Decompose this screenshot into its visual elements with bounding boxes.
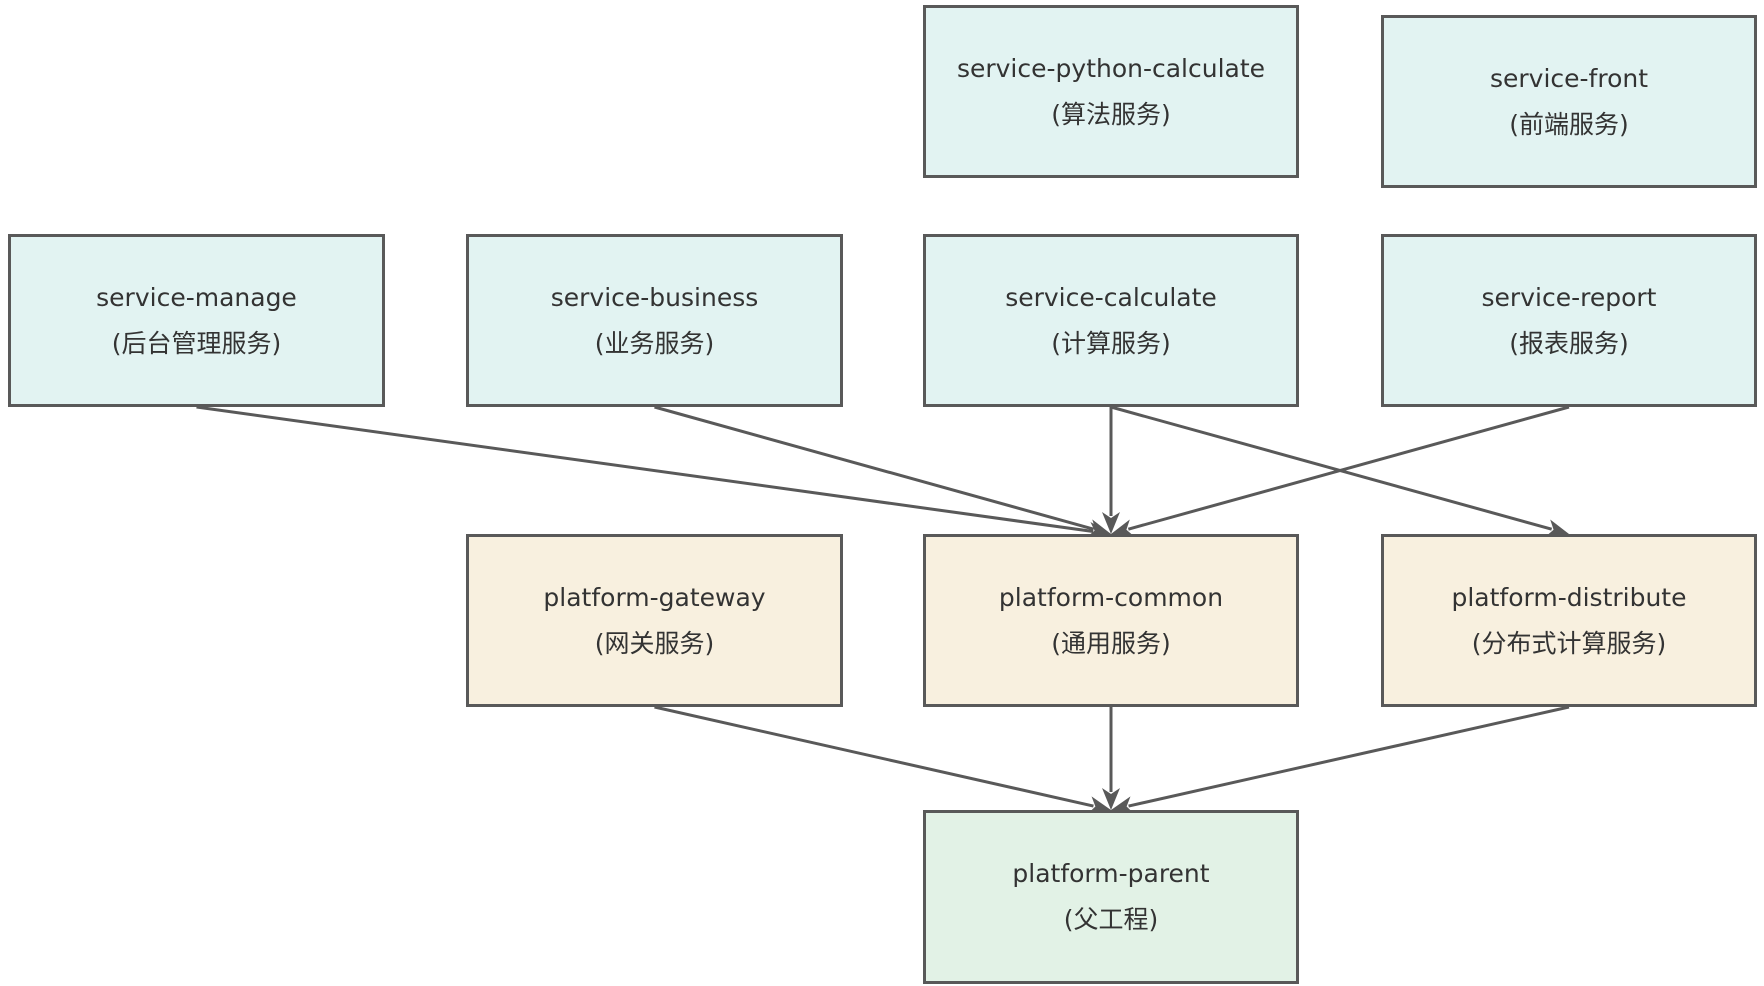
edge-gateway-to-parent	[654, 705, 1111, 814]
edge-line	[196, 405, 1094, 534]
arrowhead-icon	[1111, 519, 1135, 537]
node-platform-distribute: platform-distribute (分布式计算服务)	[1381, 534, 1757, 707]
node-description: (算法服务)	[1051, 99, 1171, 129]
edge-business-to-common	[654, 405, 1111, 537]
node-name: service-manage	[96, 282, 297, 312]
node-description: (后台管理服务)	[111, 328, 282, 358]
edge-calc-to-common	[1102, 407, 1120, 534]
node-name: service-front	[1489, 63, 1649, 93]
arrowhead-icon	[1111, 796, 1135, 814]
node-name: platform-distribute	[1451, 582, 1687, 612]
arrowhead-icon	[1087, 519, 1111, 537]
edge-line	[1128, 705, 1570, 808]
edge-line	[1110, 405, 1553, 531]
node-service-report: service-report (报表服务)	[1381, 234, 1757, 407]
node-description: (报表服务)	[1509, 328, 1629, 358]
edge-line	[654, 405, 1095, 531]
node-service-manage: service-manage (后台管理服务)	[8, 234, 385, 407]
edge-dist-to-parent	[1111, 705, 1570, 814]
node-name: platform-common	[998, 582, 1224, 612]
arrowhead-icon	[1102, 788, 1120, 810]
node-description: (分布式计算服务)	[1471, 628, 1667, 658]
node-platform-gateway: platform-gateway (网关服务)	[466, 534, 843, 707]
node-service-business: service-business (业务服务)	[466, 234, 843, 407]
node-name: service-calculate	[1005, 282, 1217, 312]
node-name: service-python-calculate	[956, 53, 1266, 83]
node-service-python-calculate: service-python-calculate (算法服务)	[923, 5, 1299, 178]
node-description: (父工程)	[1063, 905, 1159, 934]
node-platform-parent: platform-parent (父工程)	[923, 810, 1299, 984]
edge-line	[1127, 405, 1570, 531]
arrowhead-icon	[1087, 796, 1111, 814]
node-description: (计算服务)	[1051, 328, 1171, 358]
node-description: (前端服务)	[1509, 109, 1629, 139]
arrowhead-icon	[1102, 512, 1120, 534]
node-name: service-report	[1481, 282, 1657, 312]
node-service-front: service-front (前端服务)	[1381, 15, 1757, 188]
node-name: platform-parent	[1012, 859, 1210, 888]
node-service-calculate: service-calculate (计算服务)	[923, 234, 1299, 407]
edge-calc-to-dist	[1110, 405, 1569, 537]
arrowhead-icon	[1545, 519, 1569, 537]
edge-line	[654, 705, 1094, 808]
edge-report-to-common	[1111, 405, 1570, 537]
node-description: (通用服务)	[1051, 628, 1171, 658]
node-platform-common: platform-common (通用服务)	[923, 534, 1299, 707]
edge-common-to-parent	[1102, 707, 1120, 810]
node-name: platform-gateway	[543, 582, 766, 612]
node-description: (业务服务)	[594, 328, 715, 358]
node-description: (网关服务)	[594, 628, 715, 658]
node-name: service-business	[550, 282, 759, 312]
edge-manage-to-common	[196, 405, 1111, 540]
